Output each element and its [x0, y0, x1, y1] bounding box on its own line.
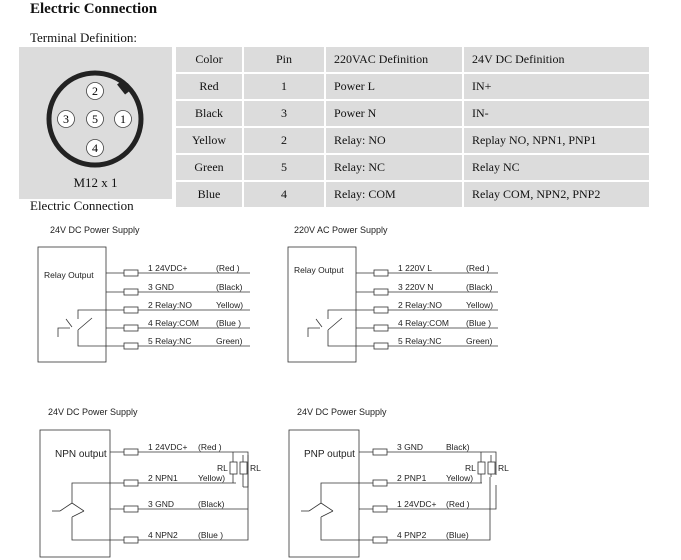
d1-line-4-color: (Blue ): [216, 318, 241, 328]
d1-line-1-label: 1 24VDC+: [148, 263, 187, 273]
d3-line-2-color: Yellow): [198, 473, 225, 483]
d1-line-5-color: Green): [216, 336, 243, 346]
d2-line-4-label: 4 Relay:COM: [398, 318, 449, 328]
d1-line-3-color: Yellow): [216, 300, 243, 310]
d1-line-4-label: 4 Relay:COM: [148, 318, 199, 328]
cell-220vac: Relay: COM: [324, 181, 463, 209]
cell-color: Yellow: [174, 127, 243, 155]
d3-line-3-color: (Black): [198, 499, 225, 509]
d3-line-4-label: 4 NPN2: [148, 530, 178, 540]
table-row: Yellow 2 Relay: NO Replay NO, NPN1, PNP1: [174, 127, 649, 155]
pin-3-label: 3: [63, 112, 69, 126]
pnp-output-box: [288, 429, 360, 558]
d2-line-2-label: 3 220V N: [398, 282, 433, 292]
terminal-definition-label: Terminal Definition:: [30, 30, 138, 45]
d4-line-4-label: 4 PNP2: [397, 530, 427, 540]
d1-box-label: Relay Output: [44, 270, 94, 280]
d1-line-3-label: 2 Relay:NO: [148, 300, 192, 310]
cell-pin: 2: [242, 127, 325, 155]
table-row: Green 5 Relay: NC Relay NC: [174, 154, 649, 182]
header-220vac: 220VAC Definition: [324, 47, 463, 74]
d2-line-5-label: 5 Relay:NC: [398, 336, 441, 346]
d2-line-5-color: Green): [466, 336, 493, 346]
header-24vdc: 24V DC Definition: [462, 47, 649, 74]
d4-line-2-label: 2 PNP1: [397, 473, 427, 483]
pin-1-label: 1: [120, 112, 126, 126]
d2-line-1-color: (Red ): [466, 263, 490, 273]
table-row: Red 1 Power L IN+: [174, 73, 649, 101]
d2-line-2-color: (Black): [466, 282, 493, 292]
cell-color: Red: [174, 73, 243, 101]
connector-label: M12 x 1: [73, 175, 118, 190]
cell-24vdc: IN+: [462, 73, 649, 101]
d3-line-4-color: (Blue ): [198, 530, 223, 540]
d2-supply-title: 220V AC Power Supply: [294, 225, 388, 235]
table-header-row: Color Pin 220VAC Definition 24V DC Defin…: [174, 47, 649, 74]
d3-supply-title: 24V DC Power Supply: [48, 407, 138, 417]
d4-line-3-color: (Red ): [446, 499, 470, 509]
header-color: Color: [174, 47, 243, 74]
table-row: Blue 4 Relay: COM Relay COM, NPN2, PNP2: [174, 181, 649, 209]
cell-pin: 5: [242, 154, 325, 182]
d2-line-1-label: 1 220V L: [398, 263, 432, 273]
m12-connector-icon: 2 3 5 1 4: [46, 70, 144, 168]
table-row: Black 3 Power N IN-: [174, 100, 649, 128]
cell-220vac: Power N: [324, 100, 463, 128]
cell-pin: 3: [242, 100, 325, 128]
d4-box-label: PNP output: [304, 449, 355, 460]
d2-line-3-label: 2 Relay:NO: [398, 300, 442, 310]
pin-5-label: 5: [92, 112, 98, 126]
cell-color: Green: [174, 154, 243, 182]
d4-line-3-label: 1 24VDC+: [397, 499, 436, 509]
d3-rl-right: RL: [250, 463, 261, 473]
d4-line-2-color: Yellow): [446, 473, 473, 483]
d1-supply-title: 24V DC Power Supply: [50, 225, 140, 235]
d1-line-5-label: 5 Relay:NC: [148, 336, 191, 346]
cell-220vac: Relay: NO: [324, 127, 463, 155]
cell-24vdc: Relay COM, NPN2, PNP2: [462, 181, 649, 209]
cell-24vdc: Replay NO, NPN1, PNP1: [462, 127, 649, 155]
connector-panel: 2 3 5 1 4 M12 x 1: [19, 47, 172, 199]
d2-line-4-color: (Blue ): [466, 318, 491, 328]
npn-output-box: [39, 429, 111, 558]
d4-rl-right: RL: [498, 463, 509, 473]
cell-pin: 1: [242, 73, 325, 101]
relay-output-box: [37, 246, 107, 363]
d1-line-1-color: (Red ): [216, 263, 240, 273]
electric-connection-label: Electric Connection: [30, 198, 134, 213]
pin-2-label: 2: [92, 84, 98, 98]
terminal-definition-section: 2 3 5 1 4 M12 x 1 Color Pin 220VAC Defin…: [19, 47, 649, 209]
d4-line-1-label: 3 GND: [397, 442, 423, 452]
d2-box-label: Relay Output: [294, 265, 344, 275]
cell-220vac: Power L: [324, 73, 463, 101]
cell-color: Black: [174, 100, 243, 128]
wiring-diagrams: 24V DC Power Supply Relay Output 1 24VDC…: [37, 225, 509, 558]
d4-line-1-color: Black): [446, 442, 470, 452]
cell-220vac: Relay: NC: [324, 154, 463, 182]
pin-4-label: 4: [92, 141, 98, 155]
d1-line-2-label: 3 GND: [148, 282, 174, 292]
relay-output-box-220v: [287, 246, 357, 363]
pin-definition-table: Color Pin 220VAC Definition 24V DC Defin…: [174, 47, 649, 209]
cell-24vdc: IN-: [462, 100, 649, 128]
cell-color: Blue: [174, 181, 243, 209]
header-pin: Pin: [242, 47, 325, 74]
d2-line-3-color: Yellow): [466, 300, 493, 310]
d1-line-2-color: (Black): [216, 282, 243, 292]
d4-line-4-color: (Blue): [446, 530, 469, 540]
d3-box-label: NPN output: [55, 449, 107, 460]
d4-rl-left: RL: [465, 463, 476, 473]
cell-pin: 4: [242, 181, 325, 209]
d3-line-3-label: 3 GND: [148, 499, 174, 509]
d3-line-2-label: 2 NPN1: [148, 473, 178, 483]
d3-line-1-color: (Red ): [198, 442, 222, 452]
d3-line-1-label: 1 24VDC+: [148, 442, 187, 452]
cell-24vdc: Relay NC: [462, 154, 649, 182]
d3-rl-left: RL: [217, 463, 228, 473]
page-title: Electric Connection: [30, 1, 158, 17]
d4-supply-title: 24V DC Power Supply: [297, 407, 387, 417]
